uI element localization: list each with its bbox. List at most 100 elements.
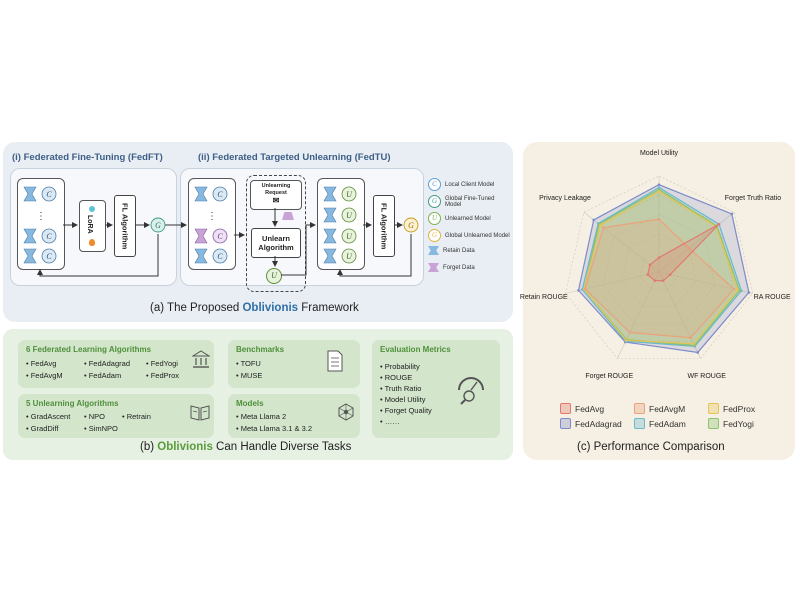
fl-algorithms-card: 6 Federated Learning Algorithms • FedAvg… <box>18 340 214 388</box>
radar-point <box>732 287 736 291</box>
fl-item: • FedAvg <box>26 359 57 368</box>
eval-item: • Model Utility <box>380 395 426 404</box>
legend-swatch <box>708 418 719 429</box>
radar-grid-ring <box>639 252 679 290</box>
fl-item: • FedAdagrad <box>84 359 130 368</box>
legend-series-name: FedAdam <box>649 418 686 429</box>
radar-axis-line <box>658 211 735 273</box>
radar-point <box>657 188 661 191</box>
unlearn-algorithm-box: Unlearn Algorithm <box>251 228 301 258</box>
radar-axis-label: Retain ROUGE <box>519 294 568 302</box>
radar-point <box>689 336 692 340</box>
eval-item: • Truth Ratio <box>380 384 422 393</box>
svg-text:U: U <box>346 211 353 220</box>
radar-series-fedavg <box>647 223 720 282</box>
radar-axis-label: RA ROUGE <box>753 294 791 302</box>
caption-a-post: Framework <box>298 302 359 314</box>
book-icon <box>190 405 210 421</box>
gauge-magnifier-icon <box>458 377 484 405</box>
radar-point <box>657 256 661 259</box>
evaluation-title: Evaluation Metrics <box>380 345 451 354</box>
network-icon <box>338 403 354 421</box>
eval-item: • Probability <box>380 362 420 371</box>
radar-point <box>668 273 672 276</box>
model-legend-icon: C <box>428 178 441 191</box>
legend-item: Retain Data <box>428 246 512 255</box>
radar-point <box>657 186 661 189</box>
radar-point <box>653 279 657 282</box>
radar-point <box>696 351 700 354</box>
snowflake-icon <box>89 206 95 212</box>
legend-label: Forget Data <box>443 264 475 271</box>
radar-axis-label: WF ROUGE <box>687 373 726 381</box>
svg-text:C: C <box>217 252 223 261</box>
caption-c: (c) Performance Comparison <box>577 441 725 453</box>
radar-point <box>747 291 751 294</box>
bench-item: • TOFU <box>236 359 261 368</box>
svg-text:G: G <box>155 221 161 230</box>
svg-text:C: C <box>46 190 52 199</box>
legend-item: Forget Data <box>428 263 512 272</box>
eval-item: • Forget Quality <box>380 406 432 415</box>
caption-b-post: Can Handle Diverse Tasks <box>212 441 352 453</box>
ul-algorithms-title: 5 Unlearning Algorithms <box>26 399 119 408</box>
radar-legend-item: FedAvgM <box>634 403 685 414</box>
radar-point <box>657 190 661 193</box>
fl-algorithms-title: 6 Federated Learning Algorithms <box>26 345 152 354</box>
radar-legend-item: FedYogi <box>708 418 754 429</box>
retain-data-icon <box>23 248 37 264</box>
fl-item: • FedYogi <box>146 359 178 368</box>
radar-point <box>646 273 650 276</box>
retain-data-icon <box>23 228 37 244</box>
lora-label: LoRA <box>86 215 93 234</box>
radar-axis-line <box>583 211 660 273</box>
ul-item: • GradDiff <box>26 424 59 433</box>
unlearned-model-icon: U <box>266 268 282 284</box>
fire-icon <box>89 239 95 246</box>
data-legend-icon <box>428 246 439 255</box>
radar-point <box>648 263 652 267</box>
caption-b: (b) Oblivionis Can Handle Diverse Tasks <box>140 441 351 453</box>
radar-axis-label: Forget Truth Ratio <box>724 195 782 203</box>
radar-legend-item: FedAvg <box>560 403 604 414</box>
forget-data-icon <box>282 212 294 220</box>
legend-swatch <box>634 403 645 414</box>
ellipsis-1: ⋮ <box>36 211 46 222</box>
eval-item: • ROUGE <box>380 373 413 382</box>
radar-point <box>692 342 695 346</box>
caption-a-brand: Oblivionis <box>242 302 299 314</box>
fl-item: • FedAdam <box>84 371 122 380</box>
legend-label: Retain Data <box>443 247 475 254</box>
radar-point <box>687 246 691 250</box>
radar-point <box>577 289 580 292</box>
evaluation-card: Evaluation Metrics • Probability • ROUGE… <box>372 340 500 438</box>
legend-swatch <box>560 418 571 429</box>
benchmarks-title: Benchmarks <box>236 345 285 354</box>
client-model-icon: C <box>41 186 57 202</box>
client-model-icon: C <box>41 248 57 264</box>
model-legend-icon: G <box>428 229 441 242</box>
fl-algorithm-box-1: FL Algorithm <box>114 195 136 257</box>
radar-point <box>657 217 661 221</box>
legend-label: Global Fine-Tuned Model <box>445 195 495 208</box>
ul-item: • NPO <box>84 412 105 421</box>
legend-label: Unlearned Model <box>445 215 491 222</box>
radar-point <box>583 287 587 291</box>
legend-series-name: FedAdagrad <box>575 418 622 429</box>
caption-b-brand: Oblivionis <box>157 441 213 453</box>
radar-legend-item: FedAdam <box>634 418 686 429</box>
legend-label: Local Client Model <box>445 181 495 188</box>
radar-point <box>661 279 665 282</box>
ul-item: • Retrain <box>122 412 151 421</box>
radar-grid-ring <box>621 233 697 307</box>
bank-icon <box>192 350 210 368</box>
global-unlearned-model-icon: G <box>403 217 419 233</box>
benchmarks-card: Benchmarks • TOFU • MUSE <box>228 340 360 388</box>
caption-a: (a) The Proposed Oblivionis Framework <box>150 302 359 314</box>
radar-chart <box>565 175 753 359</box>
